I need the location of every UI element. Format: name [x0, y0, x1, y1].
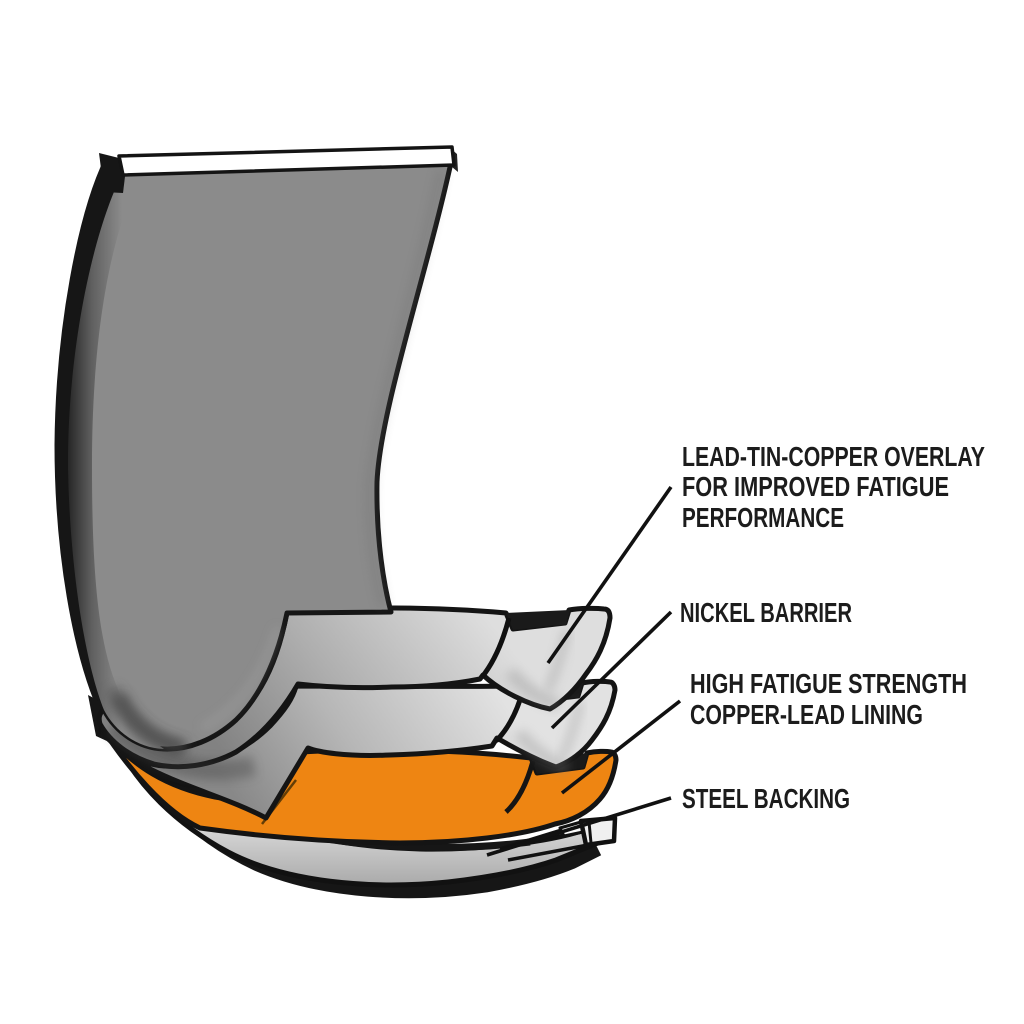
- svg-text:FOR IMPROVED FATIGUE: FOR IMPROVED FATIGUE: [682, 471, 949, 502]
- svg-text:LEAD-TIN-COPPER OVERLAY: LEAD-TIN-COPPER OVERLAY: [682, 441, 985, 472]
- svg-text:PERFORMANCE: PERFORMANCE: [682, 502, 844, 533]
- svg-text:NICKEL BARRIER: NICKEL BARRIER: [680, 597, 852, 628]
- svg-text:HIGH FATIGUE STRENGTH: HIGH FATIGUE STRENGTH: [690, 668, 967, 699]
- svg-text:COPPER-LEAD LINING: COPPER-LEAD LINING: [690, 699, 923, 730]
- svg-text:STEEL BACKING: STEEL BACKING: [682, 783, 850, 814]
